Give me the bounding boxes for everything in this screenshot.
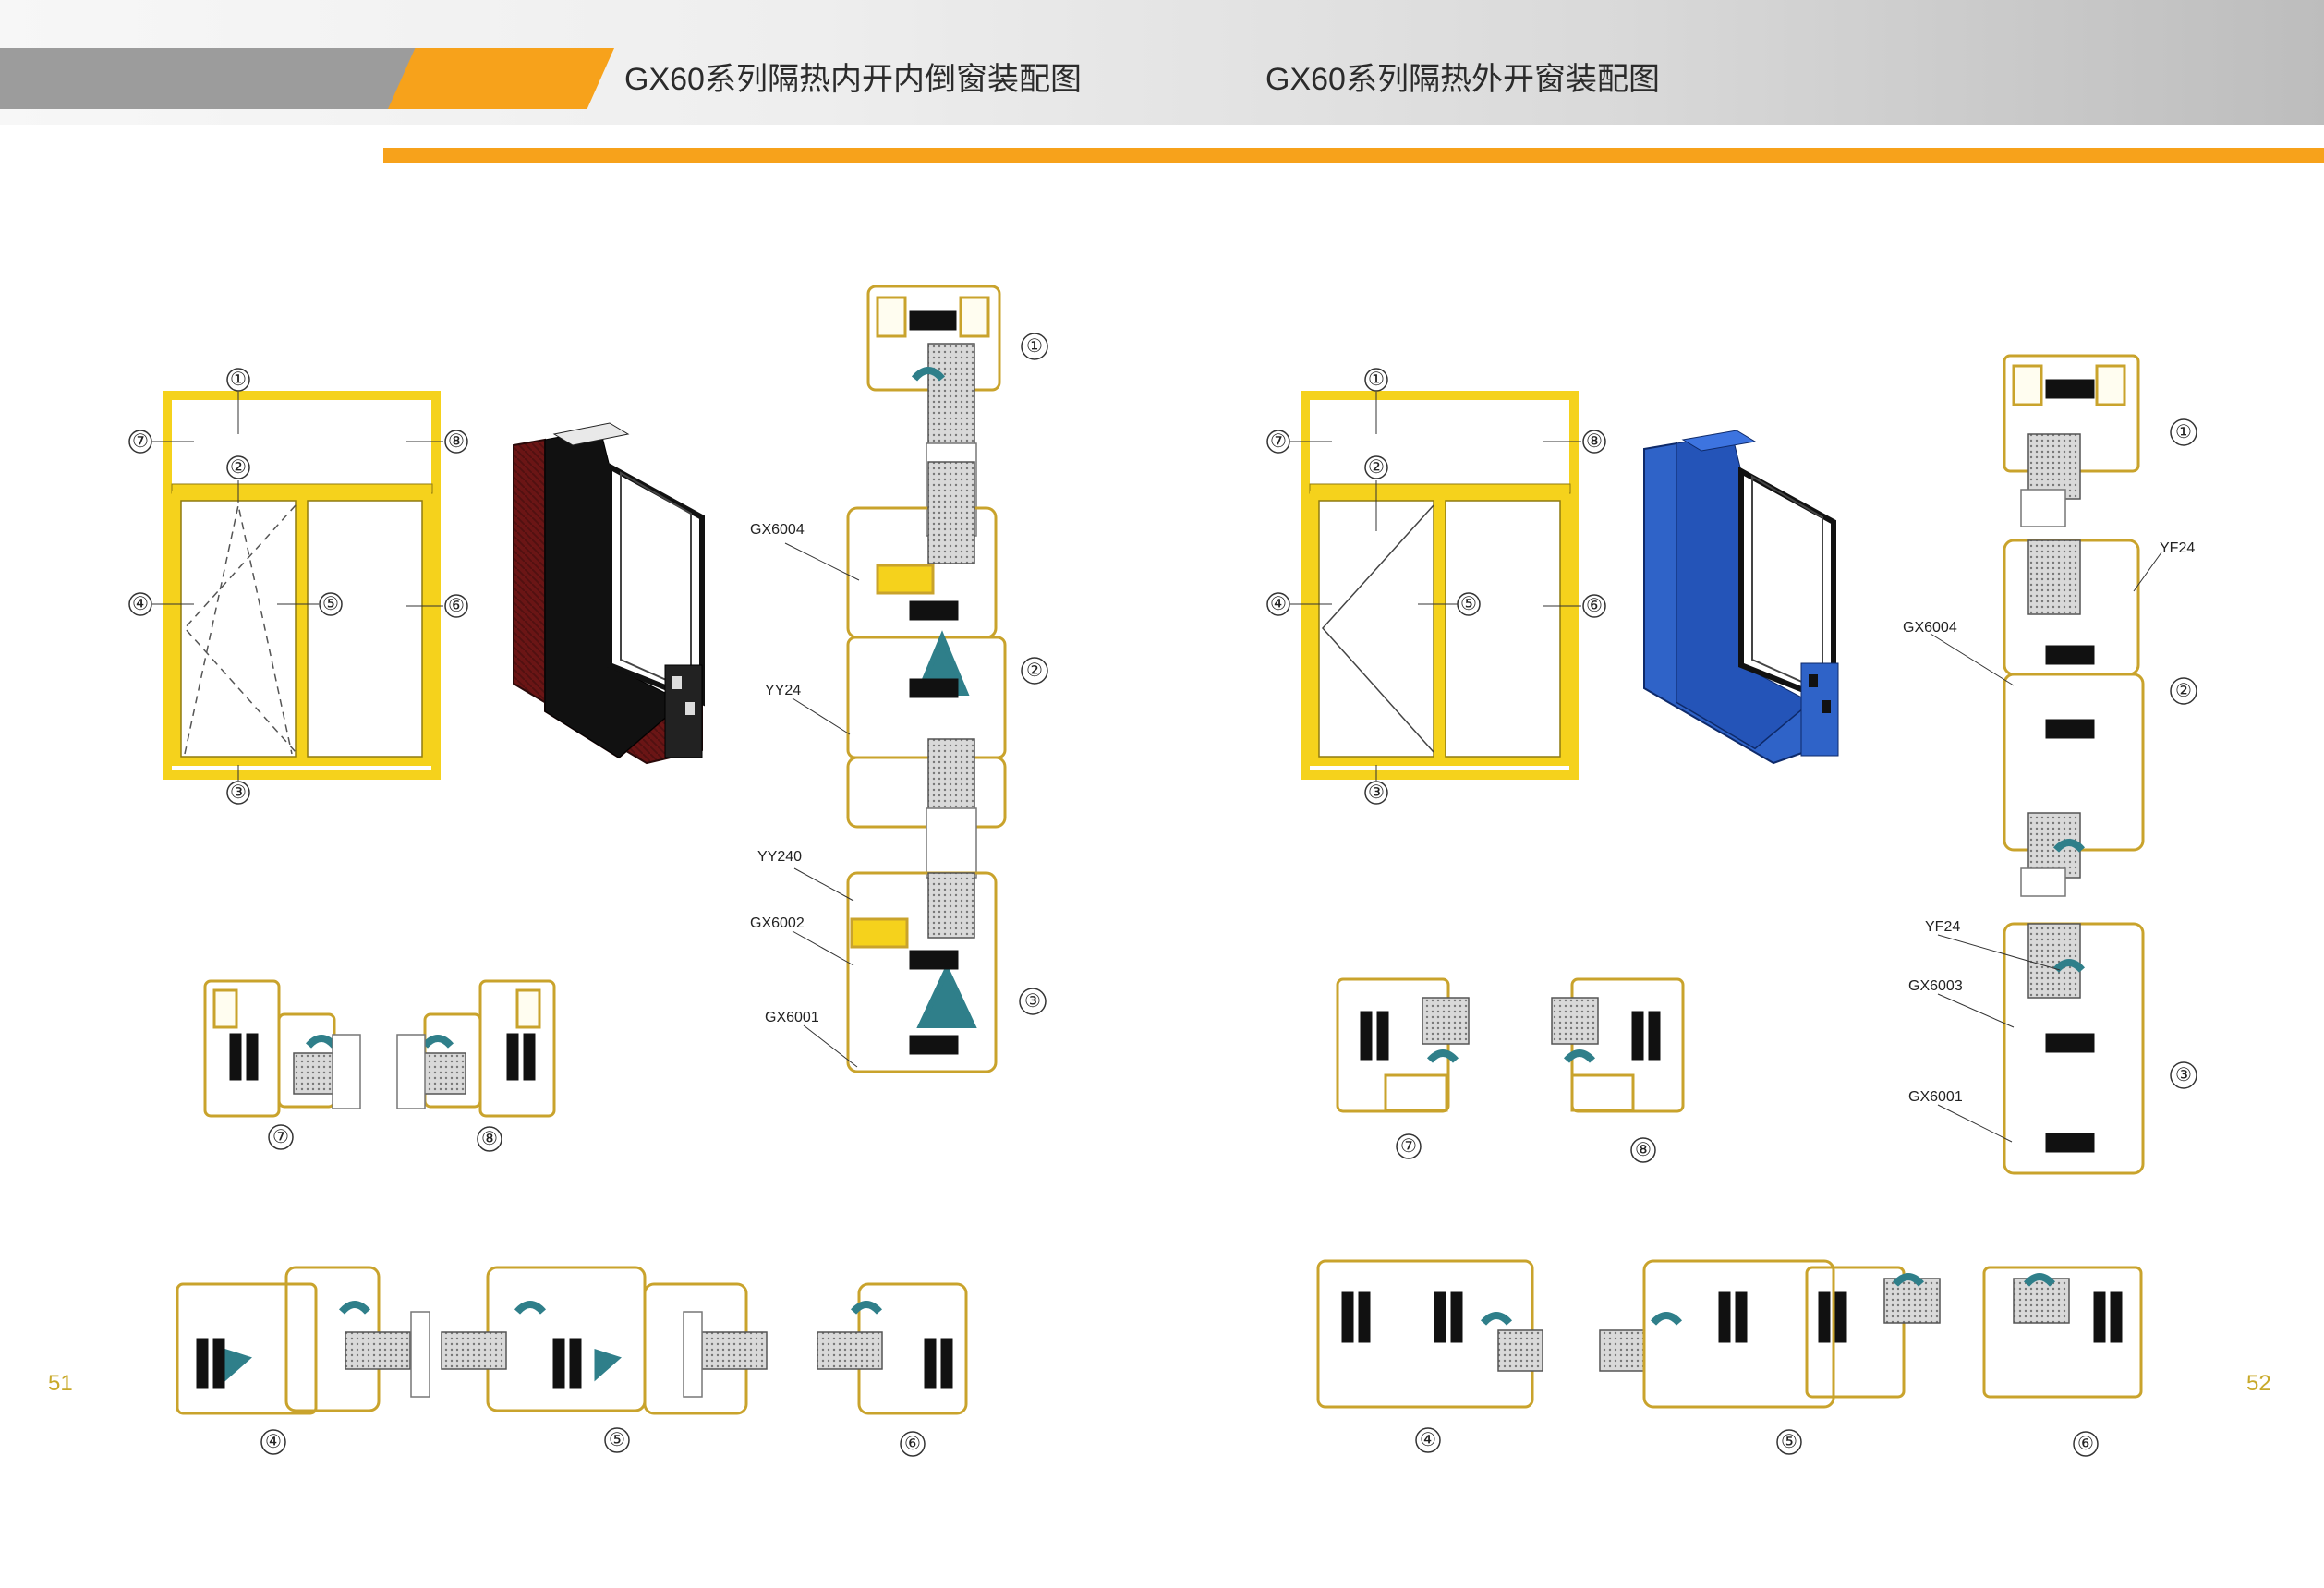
callout-4-right-elev: ④ <box>1266 592 1290 616</box>
header-orange-rule <box>383 148 2324 163</box>
callout-8-right-elev: ⑧ <box>1582 430 1606 454</box>
callout-4-left-hsec: ④ <box>260 1429 286 1455</box>
right-window-elevation: ① ② ③ ④ ⑤ ⑥ ⑦ ⑧ <box>1266 368 1606 805</box>
callout-5-left-hsec: ⑤ <box>604 1427 630 1453</box>
part-label-gx6001-left: GX6001 <box>765 1010 819 1025</box>
callout-5-right-hsec: ⑤ <box>1776 1429 1802 1455</box>
right-vertical-section <box>1930 354 2162 1175</box>
header-orange-tab <box>388 48 614 109</box>
svg-text:⑦: ⑦ <box>1270 431 1287 452</box>
svg-text:④: ④ <box>1420 1430 1436 1450</box>
svg-text:②: ② <box>2175 681 2192 701</box>
callout-1-right-vsec: ① <box>2170 418 2197 446</box>
svg-text:④: ④ <box>132 594 149 614</box>
callout-3-right-vsec: ③ <box>2170 1061 2197 1089</box>
callout-5-right-elev: ⑤ <box>1457 592 1481 616</box>
svg-text:③: ③ <box>2175 1065 2192 1085</box>
svg-text:⑧: ⑧ <box>1586 431 1603 452</box>
svg-text:①: ① <box>1026 336 1043 357</box>
header-gray-tab <box>0 48 416 109</box>
callout-4-left-elev: ④ <box>128 592 152 616</box>
left-profile-3d-corner <box>513 422 705 765</box>
left-section-7 <box>203 979 361 1118</box>
right-profile-3d-corner <box>1643 430 1839 765</box>
left-vertical-section <box>784 285 1007 1073</box>
left-page-title: GX60系列隔热内开内倒窗装配图 <box>624 62 1082 97</box>
callout-8-left-sec: ⑧ <box>477 1126 502 1152</box>
right-section-8 <box>1551 977 1685 1113</box>
svg-text:⑤: ⑤ <box>1781 1432 1797 1452</box>
callout-7-right-sec: ⑦ <box>1396 1133 1422 1159</box>
svg-text:②: ② <box>1368 457 1385 478</box>
right-horizontal-sections <box>1316 1259 2143 1409</box>
svg-text:②: ② <box>1026 661 1043 681</box>
part-label-gx6002-left: GX6002 <box>750 915 805 931</box>
part-label-yy240-left: YY240 <box>757 849 802 865</box>
svg-text:⑦: ⑦ <box>1400 1136 1417 1157</box>
svg-text:②: ② <box>230 457 247 478</box>
right-page-title: GX60系列隔热外开窗装配图 <box>1265 62 1660 97</box>
callout-7-left-sec: ⑦ <box>268 1124 294 1150</box>
svg-text:⑤: ⑤ <box>322 594 339 614</box>
svg-text:⑥: ⑥ <box>904 1434 921 1454</box>
callout-1-left-vsec: ① <box>1021 333 1048 360</box>
svg-text:③: ③ <box>1024 991 1041 1012</box>
right-section-7 <box>1336 977 1470 1113</box>
svg-text:⑥: ⑥ <box>2077 1434 2094 1454</box>
part-label-yy24-left: YY24 <box>765 683 801 698</box>
svg-text:⑧: ⑧ <box>481 1129 498 1149</box>
callout-5-left-elev: ⑤ <box>319 592 343 616</box>
callout-8-left-elev: ⑧ <box>444 430 468 454</box>
callout-2-left-vsec: ② <box>1021 657 1048 685</box>
svg-text:④: ④ <box>265 1432 282 1452</box>
part-label-gx6001-right: GX6001 <box>1908 1089 1963 1105</box>
svg-text:①: ① <box>230 370 247 390</box>
svg-text:⑤: ⑤ <box>609 1430 625 1450</box>
page-number-right: 52 <box>2246 1371 2271 1396</box>
svg-text:⑧: ⑧ <box>1635 1140 1652 1160</box>
part-label-gx6004-left: GX6004 <box>750 522 805 538</box>
callout-1-left-elev: ① <box>226 368 250 392</box>
callout-3-left-elev: ③ <box>226 781 250 805</box>
part-label-gx6003-right: GX6003 <box>1908 978 1963 994</box>
part-label-gx6004-right: GX6004 <box>1903 620 1957 636</box>
part-label-yf24-top-right: YF24 <box>2160 540 2195 556</box>
callout-2-right-vsec: ② <box>2170 677 2197 705</box>
left-section-8 <box>396 979 556 1118</box>
callout-8-right-sec: ⑧ <box>1630 1137 1656 1163</box>
left-horizontal-sections <box>176 1266 968 1415</box>
callout-7-right-elev: ⑦ <box>1266 430 1290 454</box>
svg-text:④: ④ <box>1270 594 1287 614</box>
svg-text:③: ③ <box>230 782 247 803</box>
callout-3-left-vsec: ③ <box>1019 988 1047 1015</box>
callout-4-right-hsec: ④ <box>1415 1427 1441 1453</box>
callout-2-right-elev: ② <box>1364 455 1388 479</box>
callout-1-right-elev: ① <box>1364 368 1388 392</box>
callout-7-left-elev: ⑦ <box>128 430 152 454</box>
svg-text:①: ① <box>1368 370 1385 390</box>
callout-3-right-elev: ③ <box>1364 781 1388 805</box>
callout-2-left-elev: ② <box>226 455 250 479</box>
callout-6-right-elev: ⑥ <box>1582 594 1606 618</box>
svg-text:⑦: ⑦ <box>272 1127 289 1147</box>
callout-6-left-hsec: ⑥ <box>900 1431 926 1457</box>
part-label-yf24-bottom-right: YF24 <box>1925 919 1960 935</box>
svg-text:⑥: ⑥ <box>448 596 465 616</box>
svg-text:①: ① <box>2175 422 2192 442</box>
callout-6-left-elev: ⑥ <box>444 594 468 618</box>
svg-text:③: ③ <box>1368 782 1385 803</box>
svg-text:⑦: ⑦ <box>132 431 149 452</box>
callout-6-right-hsec: ⑥ <box>2073 1431 2099 1457</box>
svg-text:⑧: ⑧ <box>448 431 465 452</box>
svg-text:⑤: ⑤ <box>1460 594 1477 614</box>
left-window-elevation: ① ② ③ ④ ⑤ ⑥ ⑦ ⑧ <box>128 368 468 805</box>
svg-text:⑥: ⑥ <box>1586 596 1603 616</box>
page-number-left: 51 <box>48 1371 73 1396</box>
